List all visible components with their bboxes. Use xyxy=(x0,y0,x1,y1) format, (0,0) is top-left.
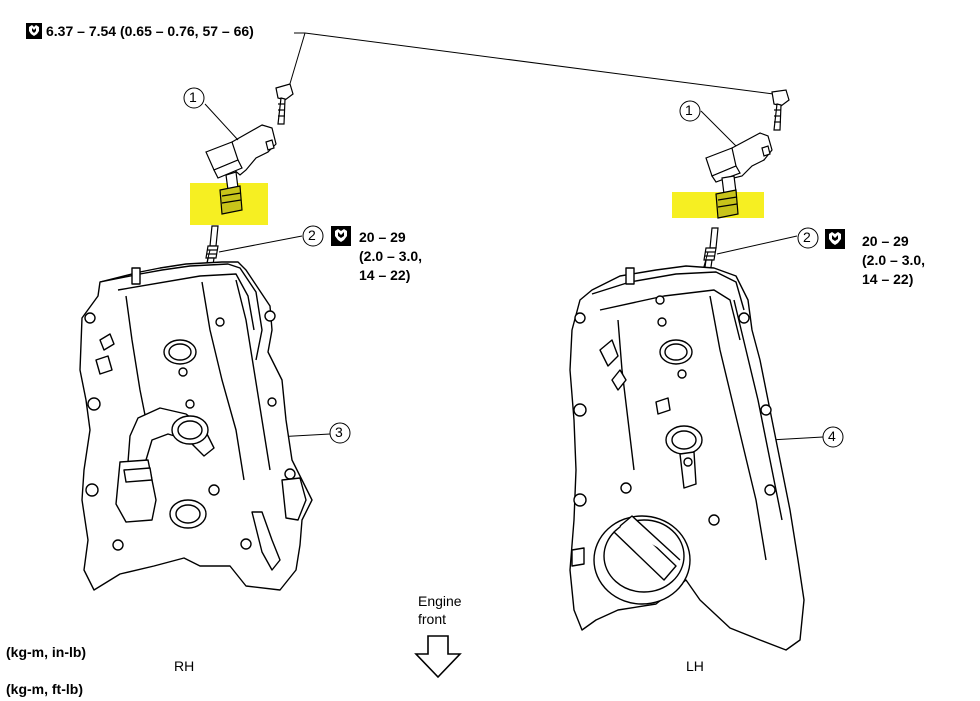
torque-spec-top: 6.37 – 7.54 (0.65 – 0.76, 57 – 66) xyxy=(46,23,254,39)
side-label-lh: LH xyxy=(686,658,704,674)
callout-2-rh: 2 xyxy=(308,227,316,243)
engine-front-label-line1: Engine xyxy=(418,593,462,609)
engine-front-label-line2: front xyxy=(418,611,447,627)
callout-circles xyxy=(183,87,844,448)
torque-leader xyxy=(288,32,782,96)
callout-3: 3 xyxy=(335,424,343,440)
callout-4: 4 xyxy=(828,428,836,444)
wrench-torque-icon xyxy=(331,226,351,246)
torque-plug-rh-line2: (2.0 – 3.0, xyxy=(359,248,423,264)
lh-coil-assembly xyxy=(703,89,790,282)
torque-plug-lh-line1: 20 – 29 xyxy=(862,233,909,249)
down-arrow-icon xyxy=(414,635,462,679)
torque-plug-lh-line2: (2.0 – 3.0, xyxy=(862,252,926,268)
torque-plug-lh-line3: 14 – 22) xyxy=(862,271,914,287)
callout-1-rh: 1 xyxy=(189,89,197,105)
units-kgm-inlb: (kg-m, in-lb) xyxy=(6,644,87,660)
wrench-torque-icon xyxy=(825,229,845,249)
wrench-torque-icon xyxy=(26,23,42,39)
lh-valve-cover xyxy=(569,265,805,651)
torque-plug-rh-line3: 14 – 22) xyxy=(359,267,411,283)
torque-plug-rh-line1: 20 – 29 xyxy=(359,229,406,245)
rh-coil-assembly xyxy=(205,83,294,280)
callout-1-lh: 1 xyxy=(685,102,693,118)
rh-valve-cover xyxy=(79,261,313,591)
callout-2-lh: 2 xyxy=(803,229,811,245)
units-kgm-ftlb: (kg-m, ft-lb) xyxy=(6,681,83,697)
side-label-rh: RH xyxy=(174,658,195,674)
